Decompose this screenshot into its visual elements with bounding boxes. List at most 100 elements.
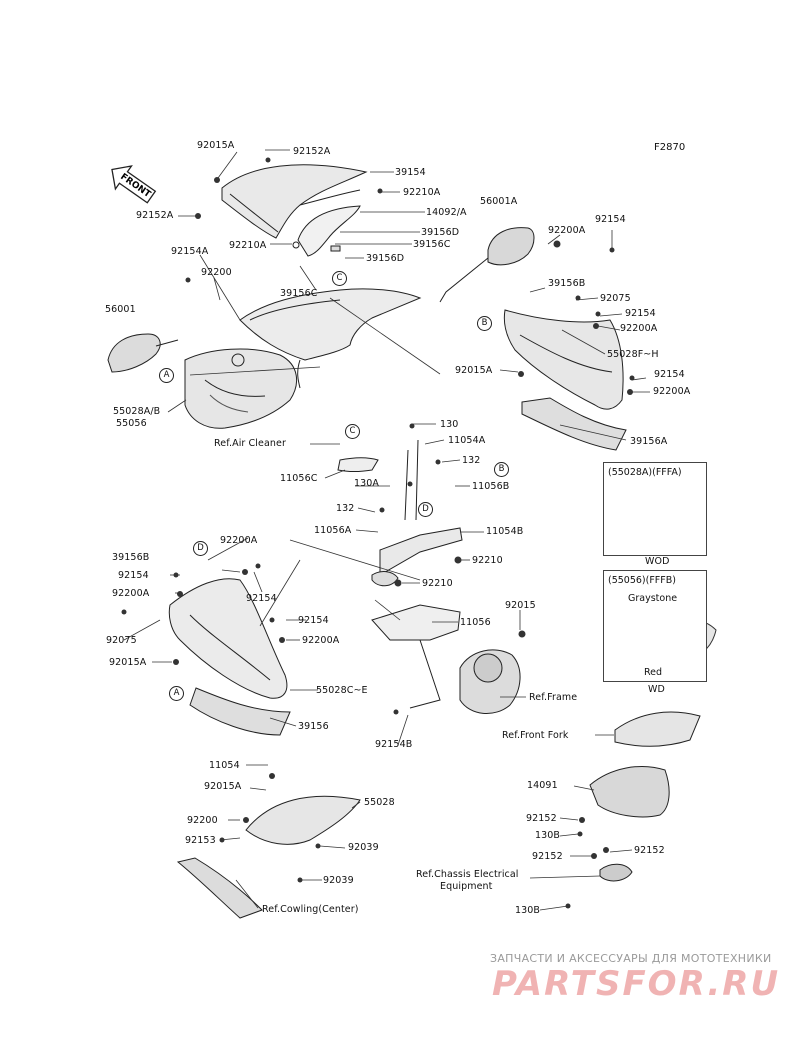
part-label: 11054A xyxy=(448,435,486,446)
part-label: 130B xyxy=(535,830,561,841)
part-label: 92039 xyxy=(348,842,379,853)
part-label: 132 xyxy=(462,455,481,466)
callout-a: A xyxy=(169,686,184,701)
part-label: 92152 xyxy=(526,813,557,824)
right-side-cowl-part xyxy=(503,309,624,410)
cowl-stay-part xyxy=(337,439,463,709)
part-label: 11054 xyxy=(209,760,240,771)
part-label: 92154 xyxy=(625,308,656,319)
part-label: 39156C xyxy=(413,239,451,250)
part-label: 11056A xyxy=(314,525,352,536)
callout-d: D xyxy=(418,502,433,517)
part-label: 55028C~E xyxy=(316,685,368,696)
watermark-tagline: ЗАПЧАСТИ И АКСЕССУАРЫ ДЛЯ МОТОТЕХНИКИ xyxy=(490,952,772,965)
panel-39156-part xyxy=(189,687,291,736)
part-label: 92200A xyxy=(653,386,691,397)
left-mirror-part xyxy=(107,333,179,373)
inset-top-caption: WOD xyxy=(645,556,670,567)
inset-bottom-title: (55056)(FFFB) xyxy=(608,575,676,586)
callout-c: C xyxy=(345,424,360,439)
color-variant-inset-bottom: (55056)(FFFB) Graystone Red xyxy=(603,570,707,682)
part-label: 92154 xyxy=(118,570,149,581)
callout-a: A xyxy=(159,368,174,383)
inset-bottom-bottom-color: Red xyxy=(644,667,663,678)
part-label: Ref.Cowling(Center) xyxy=(262,904,359,915)
part-label: 92015A xyxy=(109,657,147,668)
part-label: 92210A xyxy=(403,187,441,198)
part-label: 55056 xyxy=(116,418,147,429)
part-label: 39156 xyxy=(298,721,329,732)
screen-bracket-part xyxy=(292,205,361,257)
part-label: 39156A xyxy=(630,436,668,447)
part-label: 14091 xyxy=(527,780,558,791)
part-label: 56001 xyxy=(105,304,136,315)
part-label: 92200A xyxy=(620,323,658,334)
inset-bottom-top-color: Graystone xyxy=(628,593,678,604)
part-label: 39156B xyxy=(548,278,586,289)
callout-d: D xyxy=(193,541,208,556)
part-label: 92210A xyxy=(229,240,267,251)
part-label: 130 xyxy=(440,419,459,430)
part-label: Ref.Frame xyxy=(529,692,578,703)
right-mirror-part xyxy=(439,227,535,303)
part-label: 92200 xyxy=(187,815,218,826)
part-label: Ref.Air Cleaner xyxy=(214,438,286,449)
part-label: 11056C xyxy=(280,473,318,484)
part-label: 92075 xyxy=(600,293,631,304)
fastener-icons xyxy=(121,157,635,909)
part-label: 55028F~H xyxy=(607,349,659,360)
part-label: 92152A xyxy=(136,210,174,221)
part-label: 39156B xyxy=(112,552,150,563)
part-label: 92015A xyxy=(197,140,235,151)
part-label: 92152A xyxy=(293,146,331,157)
part-label: Ref.Front Fork xyxy=(502,730,569,741)
part-label: 130A xyxy=(354,478,380,489)
inset-bottom-caption: WD xyxy=(648,684,665,695)
part-label: 92210 xyxy=(422,578,453,589)
part-label: 92154 xyxy=(654,369,685,380)
part-label: 92075 xyxy=(106,635,137,646)
part-label: 92200A xyxy=(548,225,586,236)
part-label: 92154 xyxy=(246,593,277,604)
part-label: 92015 xyxy=(505,600,536,611)
ecu-tray-part xyxy=(589,711,701,882)
front-arrow-icon xyxy=(111,165,157,204)
part-label: 92154 xyxy=(298,615,329,626)
part-label: 92015A xyxy=(204,781,242,792)
part-label: 92152 xyxy=(634,845,665,856)
callout-c: C xyxy=(332,271,347,286)
part-label: 92154A xyxy=(171,246,209,257)
color-variant-inset-top: (55028A)(FFFA) xyxy=(603,462,707,556)
part-label: 39156D xyxy=(366,253,405,264)
part-label: 92200 xyxy=(201,267,232,278)
part-label: 14092/A xyxy=(426,207,467,218)
part-label: 92153 xyxy=(185,835,216,846)
part-label: 56001A xyxy=(480,196,518,207)
part-label: 11054B xyxy=(486,526,524,537)
diagram-code: F2870 xyxy=(654,142,686,153)
watermark-logo: PARTSFOR.RU xyxy=(492,964,781,1004)
part-label: 39156C xyxy=(280,288,318,299)
inset-top-title: (55028A)(FFFA) xyxy=(608,467,682,478)
callout-b: B xyxy=(477,316,492,331)
windscreen-part xyxy=(221,164,368,239)
part-label: 11056 xyxy=(460,617,491,628)
part-label: 92039 xyxy=(323,875,354,886)
part-label: 55028A/B xyxy=(113,406,161,417)
panel-39156a-part xyxy=(521,397,627,451)
part-label: 92200A xyxy=(112,588,150,599)
part-label: Ref.Chassis Electrical xyxy=(416,869,519,880)
left-side-cowl-part xyxy=(184,348,298,429)
callout-b: B xyxy=(494,462,509,477)
leader-lines xyxy=(123,149,650,911)
headlight-stay-part xyxy=(459,649,521,714)
part-label: 11056B xyxy=(472,481,510,492)
inner-cowl-part xyxy=(176,795,361,919)
part-label: 39154 xyxy=(395,167,426,178)
part-label: Equipment xyxy=(440,881,493,892)
part-label: 39156D xyxy=(421,227,460,238)
lower-left-cowl-part xyxy=(168,578,288,699)
part-label: 132 xyxy=(336,503,355,514)
part-label: 92154 xyxy=(595,214,626,225)
